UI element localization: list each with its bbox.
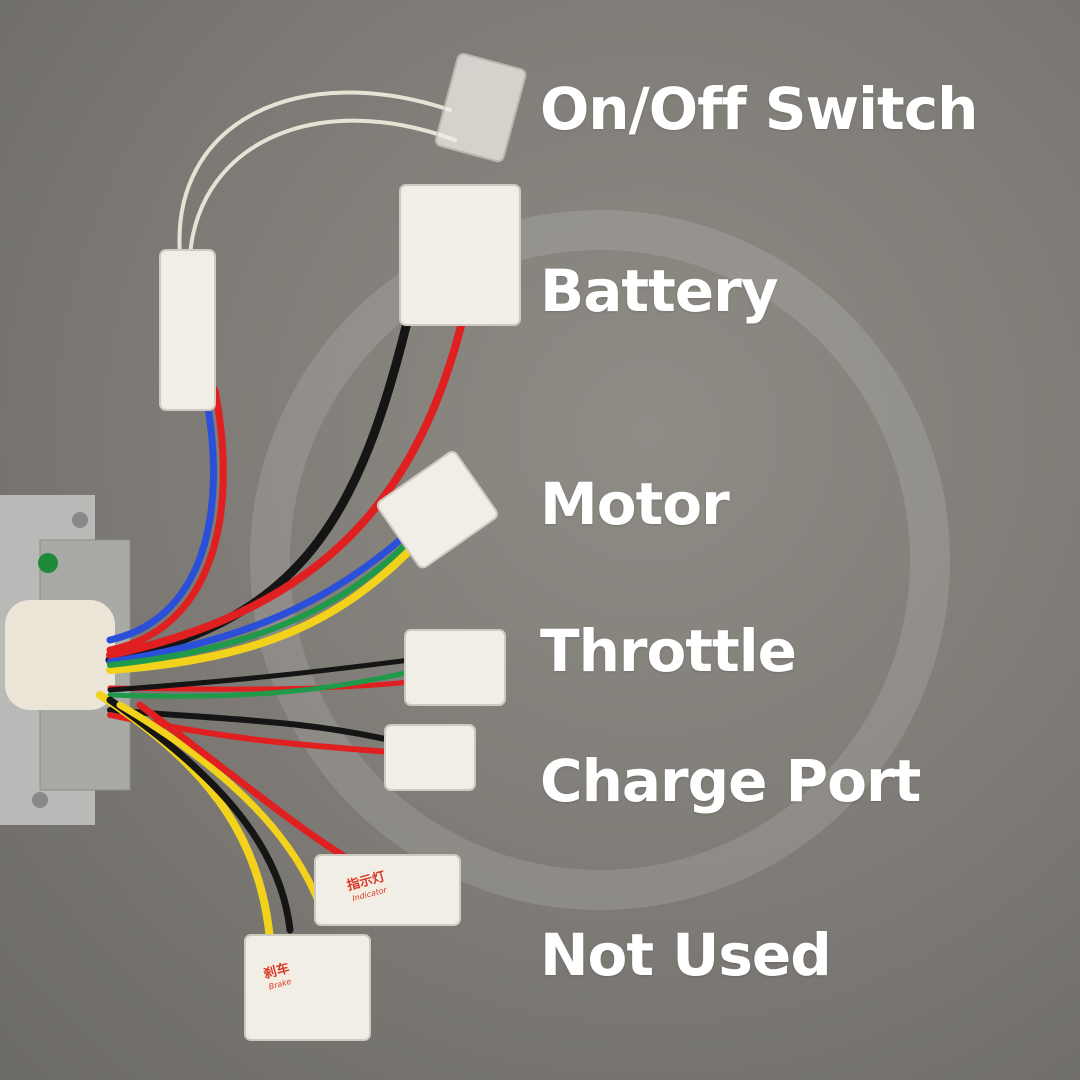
throttle-green-wire — [107, 669, 413, 699]
switch-red-wire — [106, 386, 227, 654]
label-battery: Battery — [540, 257, 779, 325]
throttle-connector — [404, 629, 506, 706]
label-on-off-switch: On/Off Switch — [540, 75, 978, 143]
motor-blue-wire — [106, 536, 404, 666]
throttle-black-wire — [107, 657, 413, 693]
switch-blue-wire — [106, 386, 217, 644]
charge-connector — [384, 724, 476, 791]
unused-yellow-wire — [116, 701, 329, 924]
connectors — [159, 52, 527, 1041]
unused-red-wire — [136, 701, 354, 864]
battery-connector — [399, 184, 521, 326]
watermark-logo — [250, 210, 950, 910]
unused-black-wire — [106, 696, 294, 934]
motor-green-wire — [107, 542, 408, 668]
motor-connector — [376, 451, 498, 569]
throttle-red-wire — [107, 679, 413, 692]
wire-harness — [96, 90, 469, 944]
motor-yellow-wire — [106, 546, 414, 674]
label-not-used: Not Used — [540, 921, 832, 989]
battery-red-wire — [106, 306, 469, 659]
switch-connector — [434, 52, 527, 163]
switch-inline-connector — [159, 249, 216, 411]
controller-box — [0, 495, 131, 825]
switch-wire — [177, 90, 452, 257]
switch-wire — [188, 118, 457, 257]
label-throttle: Throttle — [540, 617, 797, 685]
label-charge-port: Charge Port — [540, 747, 921, 815]
label-motor: Motor — [540, 470, 730, 538]
